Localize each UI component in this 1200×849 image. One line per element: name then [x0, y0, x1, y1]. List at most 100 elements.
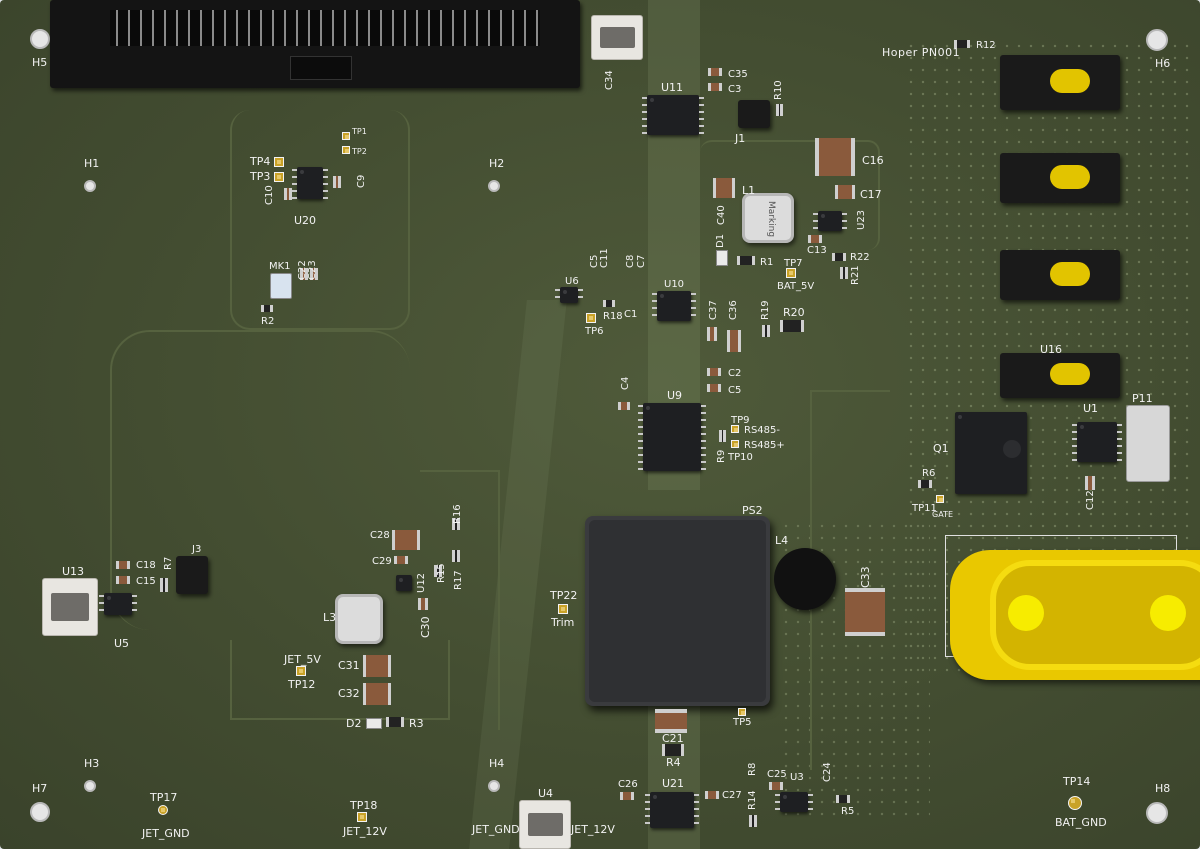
net-bat-5v: BAT_5V — [777, 281, 815, 292]
label-h1: H1 — [84, 157, 100, 170]
test-point-tp4[interactable] — [274, 157, 284, 167]
test-point-tp12[interactable] — [296, 666, 306, 676]
mosfet-dimple — [1003, 440, 1021, 458]
net-rs485-pos: RS485+ — [744, 440, 785, 451]
label-d1: D1 — [715, 233, 726, 248]
xt-power-connector[interactable] — [950, 550, 1200, 680]
resistor-r10 — [776, 104, 783, 116]
mounting-hole-h8 — [1146, 802, 1168, 824]
diode-d1 — [716, 250, 728, 266]
label-r2: R2 — [261, 316, 275, 327]
jumper-j3 — [176, 556, 208, 594]
test-point-tp14[interactable] — [1068, 796, 1082, 810]
power-connector-1 — [1000, 55, 1120, 110]
label-r8: R8 — [747, 762, 758, 776]
label-r3: R3 — [409, 717, 424, 730]
label-u16: U16 — [1040, 343, 1063, 356]
resistor-r14 — [749, 815, 757, 827]
capacitor-c35 — [708, 68, 722, 76]
test-point-tp5[interactable] — [738, 708, 746, 716]
ic-u20 — [292, 167, 328, 199]
label-tp14: TP14 — [1063, 775, 1091, 788]
label-c8: C8 — [625, 254, 636, 268]
label-tp10: TP10 — [728, 452, 753, 463]
test-point-tp7[interactable] — [786, 268, 796, 278]
ic-u11 — [642, 95, 704, 135]
ic-u5 — [99, 593, 137, 615]
capacitor-c37 — [707, 327, 717, 341]
label-r6: R6 — [922, 468, 936, 479]
net-rs485-neg: RS485- — [744, 425, 780, 436]
label-h4: H4 — [489, 757, 505, 770]
jst-connector-u4[interactable] — [519, 800, 571, 849]
label-c10: C10 — [264, 185, 275, 205]
test-point-tp3[interactable] — [274, 172, 284, 182]
ribbon-header-connector — [50, 0, 580, 88]
label-h7: H7 — [32, 782, 48, 795]
label-h8: H8 — [1155, 782, 1171, 795]
test-point-tp18[interactable] — [357, 812, 367, 822]
xt-pin-2 — [1150, 595, 1186, 631]
header-pin-row — [110, 10, 540, 46]
label-l4: L4 — [775, 534, 789, 547]
net-jet-gnd-a: JET_GND — [142, 827, 190, 840]
label-c28: C28 — [370, 530, 390, 541]
label-r4: R4 — [666, 756, 681, 769]
resistor-r17 — [452, 550, 460, 562]
connector-pin — [1050, 262, 1090, 286]
inductor-marking: Marking — [766, 200, 777, 238]
header-key-notch — [290, 56, 352, 80]
inductor-l4 — [774, 548, 836, 610]
label-u13: U13 — [62, 565, 85, 578]
label-c27: C27 — [722, 790, 742, 801]
ic-u10 — [652, 291, 696, 321]
label-c31: C31 — [338, 659, 360, 672]
label-r22: R22 — [850, 252, 870, 263]
label-c4: C4 — [620, 376, 631, 390]
label-u1: U1 — [1083, 402, 1099, 415]
test-point-tp11[interactable] — [936, 495, 944, 503]
connector-pin — [1050, 69, 1090, 93]
power-module-ps2 — [585, 516, 770, 706]
test-point-tp10[interactable] — [731, 440, 739, 448]
label-u10: U10 — [664, 279, 685, 290]
capacitor-c10 — [284, 188, 292, 200]
resistor-r1 — [737, 256, 755, 265]
power-connector-3 — [1000, 250, 1120, 300]
label-c3: C3 — [728, 84, 742, 95]
label-u6: U6 — [565, 276, 579, 287]
capacitor-c21 — [655, 709, 687, 733]
capacitor-c9 — [333, 176, 341, 188]
label-h6: H6 — [1155, 57, 1171, 70]
label-ps2: PS2 — [742, 504, 763, 517]
test-point-tp9[interactable] — [731, 425, 739, 433]
test-point-tp17[interactable] — [158, 805, 168, 815]
test-point-tp2[interactable] — [342, 146, 350, 154]
label-u11: U11 — [661, 81, 684, 94]
label-c17: C17 — [860, 188, 882, 201]
test-point-tp22[interactable] — [558, 604, 568, 614]
label-c24: C24 — [822, 762, 833, 782]
connector-pin — [1050, 165, 1090, 189]
label-c34: C34 — [604, 70, 615, 90]
resistor-r5 — [836, 795, 850, 803]
capacitor-c28 — [392, 530, 420, 550]
label-tp4: TP4 — [250, 155, 271, 168]
label-r17: R17 — [453, 570, 464, 590]
label-tp6: TP6 — [585, 326, 604, 337]
label-tp2: TP2 — [352, 147, 367, 156]
test-point-tp1[interactable] — [342, 132, 350, 140]
capacitor-c31 — [363, 655, 391, 677]
label-c2: C2 — [728, 368, 742, 379]
net-trim: Trim — [551, 616, 575, 629]
label-c12: C12 — [1085, 490, 1096, 510]
label-c35: C35 — [728, 69, 748, 80]
capacitor-c5 — [707, 384, 721, 392]
test-point-tp6[interactable] — [586, 313, 596, 323]
module-top — [589, 520, 766, 702]
label-c33: C33 — [859, 566, 872, 588]
label-tp9: TP9 — [731, 415, 750, 426]
jst-connector-u13[interactable] — [42, 578, 98, 636]
ic-u23 — [813, 211, 847, 231]
trace — [230, 640, 450, 720]
